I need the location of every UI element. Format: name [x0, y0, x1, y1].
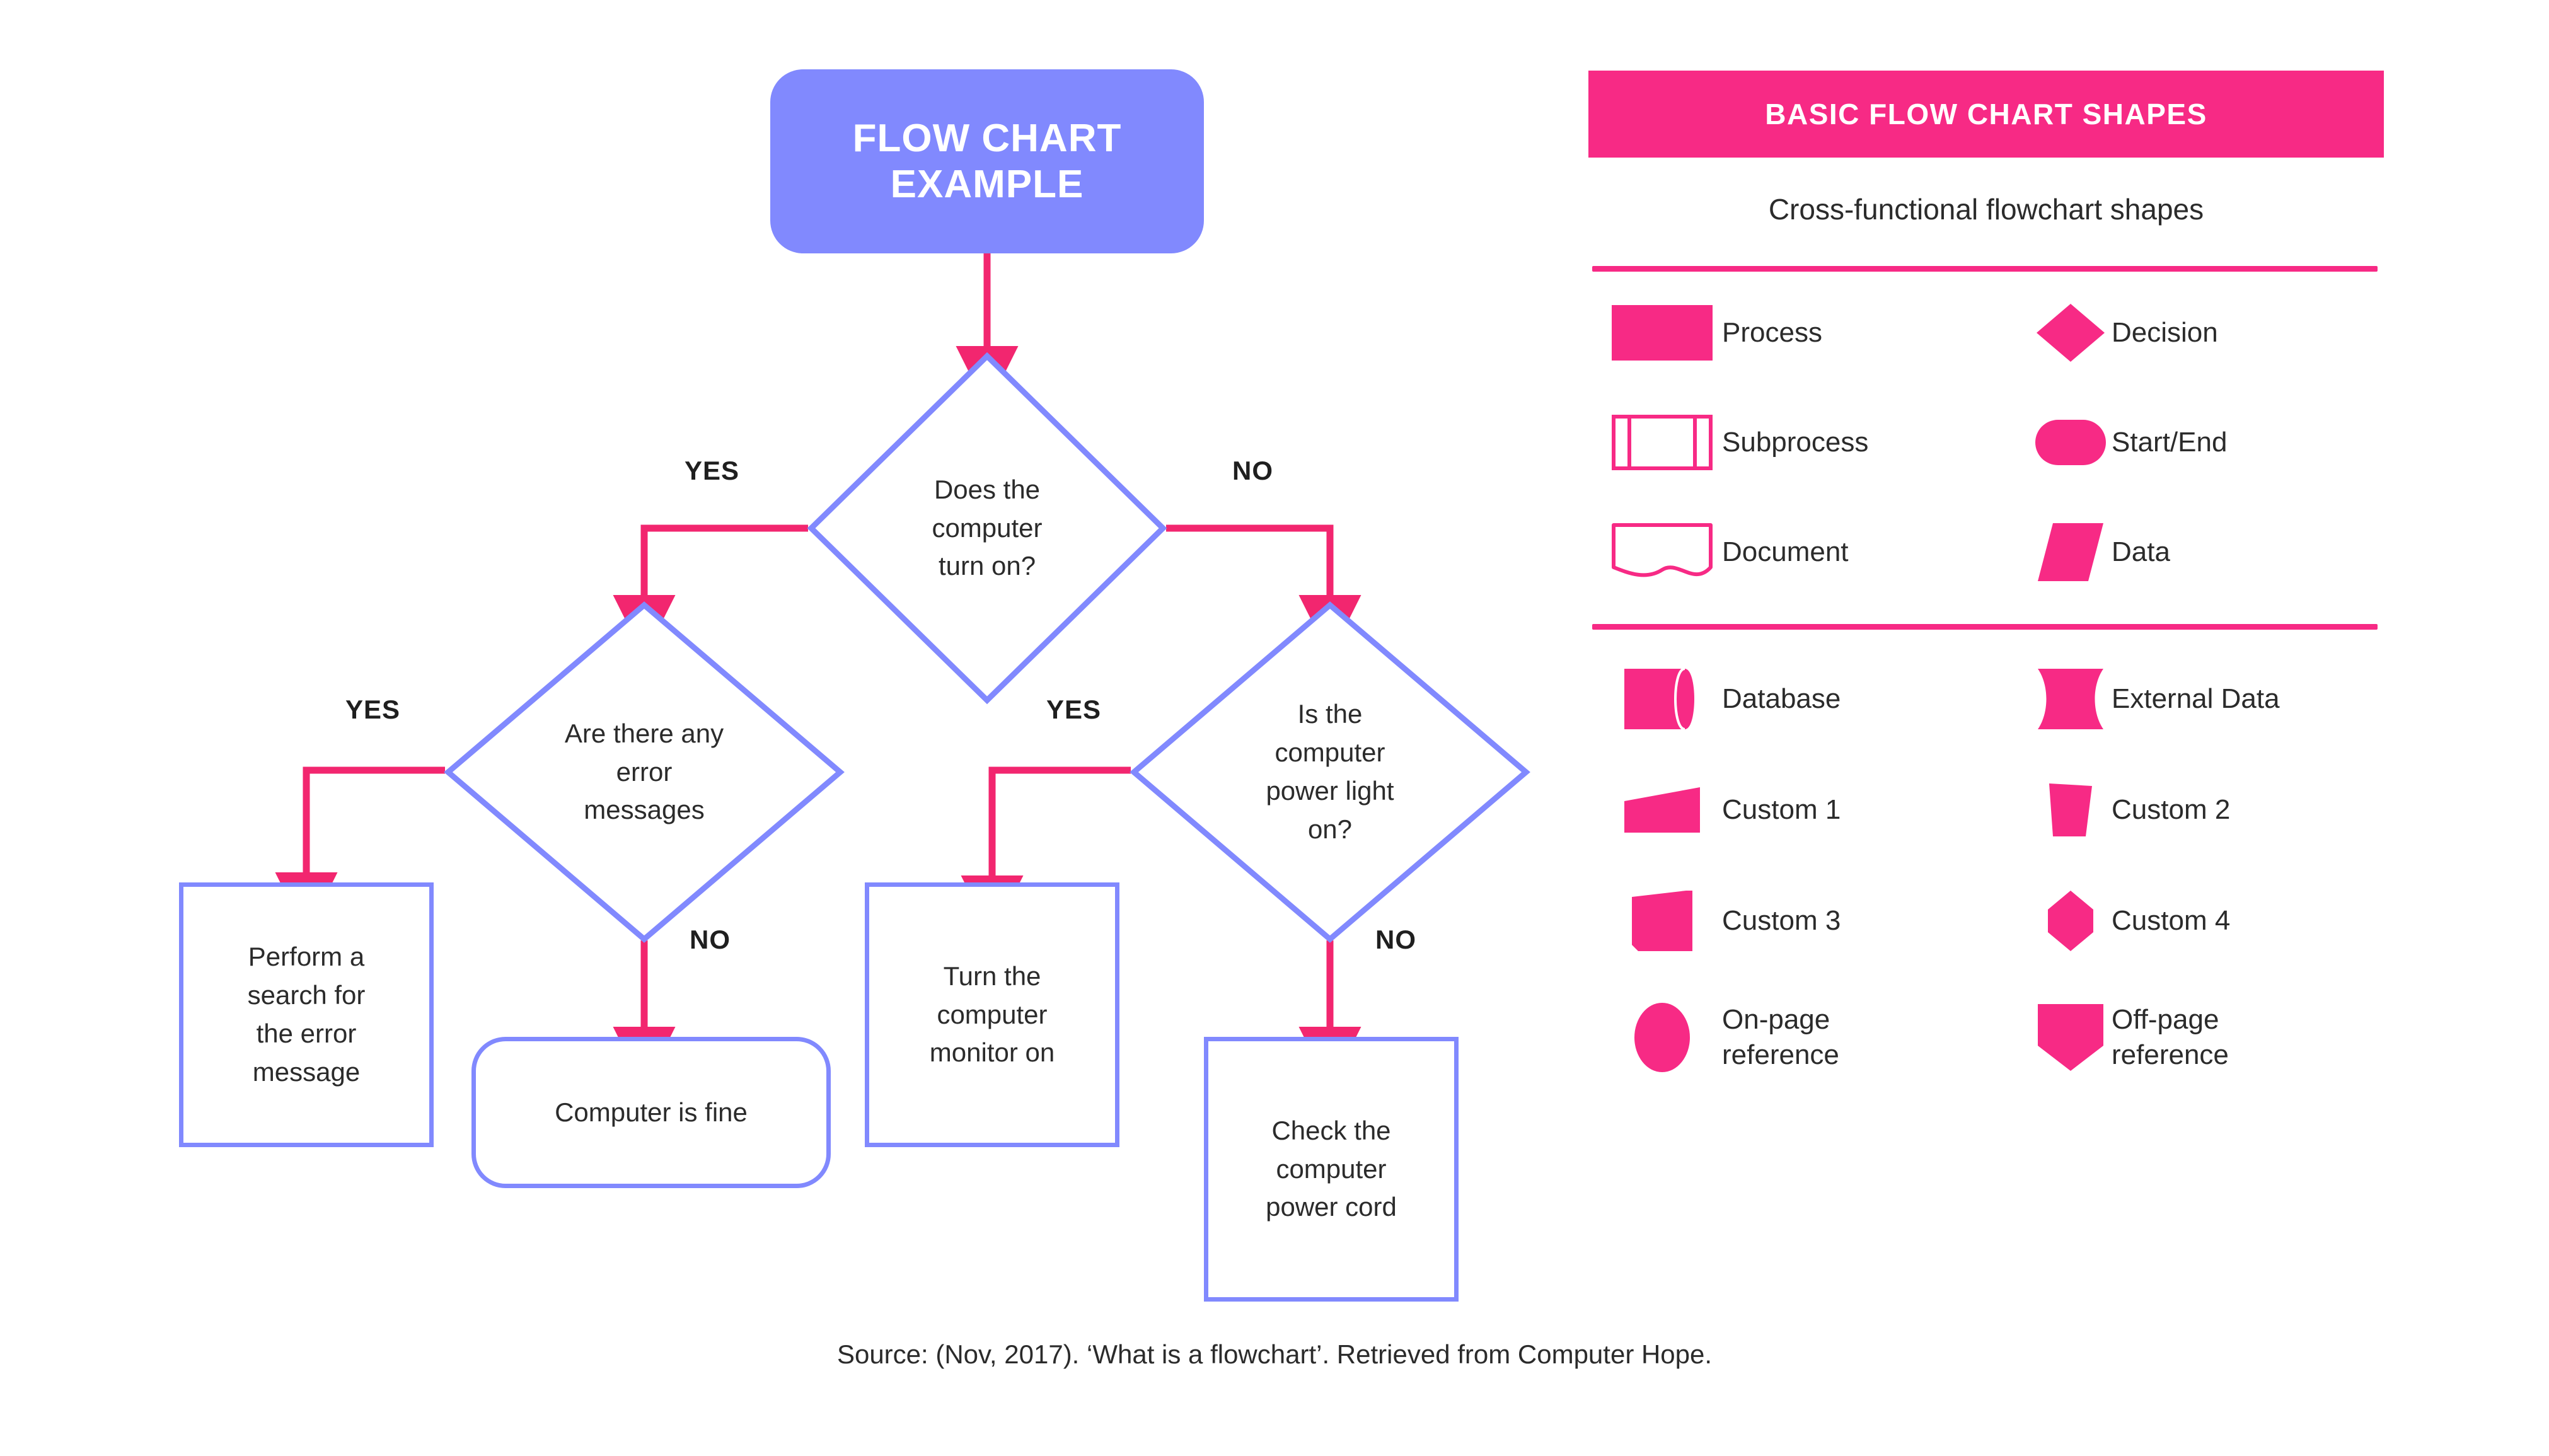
node-start-flow-chart-example[interactable]: FLOW CHART EXAMPLE: [770, 69, 1204, 253]
legend-divider-top: [1592, 266, 2378, 272]
on-page-reference-shape-icon: [1602, 993, 1722, 1082]
title-line-2: EXAMPLE: [890, 163, 1084, 206]
off-page-reference-shape-icon: [2030, 993, 2112, 1082]
legend-label: Decision: [2112, 316, 2218, 348]
legend-label: Database: [1722, 683, 1841, 714]
legend-item-data[interactable]: Data: [2030, 521, 2383, 584]
custom2-shape-icon: [2030, 777, 2112, 843]
legend-item-custom-3[interactable]: Custom 3: [1602, 887, 1993, 954]
legend-item-database[interactable]: Database: [1602, 666, 1993, 732]
legend-label: Document: [1722, 536, 1849, 567]
node-decision-computer-turn-on[interactable]: Does the computer turn on?: [807, 352, 1167, 705]
edge-decision3-yes: [961, 766, 1131, 938]
edge-label-decision3-yes: YES: [1046, 695, 1102, 724]
edge-decision2-yes: [275, 766, 445, 935]
edge-decision1-yes: [613, 524, 808, 657]
custom1-shape-icon: [1602, 777, 1722, 843]
legend-label: On-page reference: [1722, 1003, 1839, 1070]
legend-item-external-data[interactable]: External Data: [2030, 666, 2383, 732]
custom3-shape-icon: [1602, 887, 1722, 954]
legend-label: Process: [1722, 316, 1822, 348]
node-terminator-computer-is-fine[interactable]: Computer is fine: [471, 1037, 831, 1188]
source-note: Source: (Nov, 2017). ‘What is a flowchar…: [836, 1339, 1713, 1369]
node-process-check-power-cord[interactable]: Check the computer power cord: [1204, 1037, 1459, 1302]
edge-label-decision3-no: NO: [1375, 925, 1416, 954]
start-end-shape-icon: [2030, 411, 2112, 474]
legend-item-custom-4[interactable]: Custom 4: [2030, 887, 2383, 954]
legend-subtitle: Cross-functional flowchart shapes: [1768, 193, 2204, 226]
node-process-turn-monitor-on[interactable]: Turn the computer monitor on: [865, 882, 1119, 1147]
legend-item-decision[interactable]: Decision: [2030, 301, 2383, 364]
legend-label: Off-page reference: [2112, 1003, 2229, 1070]
legend-item-start-end[interactable]: Start/End: [2030, 411, 2383, 474]
legend-label: Custom 2: [2112, 794, 2231, 825]
node-process-perform-search[interactable]: Perform a search for the error message: [179, 882, 434, 1147]
edge-label-decision2-yes: YES: [345, 695, 401, 724]
legend-divider-bottom: [1592, 624, 2378, 630]
title-line-1: FLOW CHART: [852, 116, 1122, 160]
custom4-shape-icon: [2030, 887, 2112, 954]
edge-label-decision1-yes: YES: [685, 456, 740, 485]
decision-diamond-icon: [444, 601, 845, 943]
legend-item-document[interactable]: Document: [1602, 521, 1993, 584]
legend-item-custom-2[interactable]: Custom 2: [2030, 777, 2383, 843]
legend-label: External Data: [2112, 683, 2280, 714]
decision-diamond-icon: [807, 352, 1167, 705]
legend-header-bar: BASIC FLOW CHART SHAPES: [1588, 71, 2384, 158]
data-shape-icon: [2030, 521, 2112, 584]
document-shape-icon: [1602, 521, 1722, 584]
edge-label-decision1-no: NO: [1232, 456, 1273, 485]
edge-label-decision2-no: NO: [690, 925, 731, 954]
legend-label: Data: [2112, 536, 2170, 567]
legend-item-off-page-reference[interactable]: Off-page reference: [2030, 993, 2383, 1082]
legend-item-subprocess[interactable]: Subprocess: [1602, 411, 1993, 474]
edge-decision1-no: [1166, 524, 1361, 657]
decision-shape-icon: [2030, 301, 2112, 364]
database-shape-icon: [1602, 666, 1722, 732]
legend-item-custom-1[interactable]: Custom 1: [1602, 777, 1993, 843]
decision-diamond-icon: [1130, 601, 1530, 943]
decision-label: Are there any error messages: [564, 718, 724, 825]
external-data-shape-icon: [2030, 666, 2112, 732]
process-shape-icon: [1602, 301, 1722, 364]
legend-item-process[interactable]: Process: [1602, 301, 1993, 364]
legend-panel: BASIC FLOW CHART SHAPES Cross-functional…: [1588, 0, 2384, 1135]
legend-label: Custom 4: [2112, 904, 2231, 936]
legend-label: Custom 3: [1722, 904, 1841, 936]
legend-label: Subprocess: [1722, 426, 1869, 458]
node-decision-power-light-on[interactable]: Is the computer power light on?: [1130, 601, 1530, 943]
legend-label: Custom 1: [1722, 794, 1841, 825]
legend-item-on-page-reference[interactable]: On-page reference: [1602, 993, 1993, 1082]
legend-label: Start/End: [2112, 426, 2228, 458]
node-decision-any-error-messages[interactable]: Are there any error messages: [444, 601, 845, 943]
subprocess-shape-icon: [1602, 411, 1722, 474]
decision-label: Does the computer turn on?: [932, 474, 1043, 581]
decision-label: Is the computer power light on?: [1266, 699, 1394, 844]
